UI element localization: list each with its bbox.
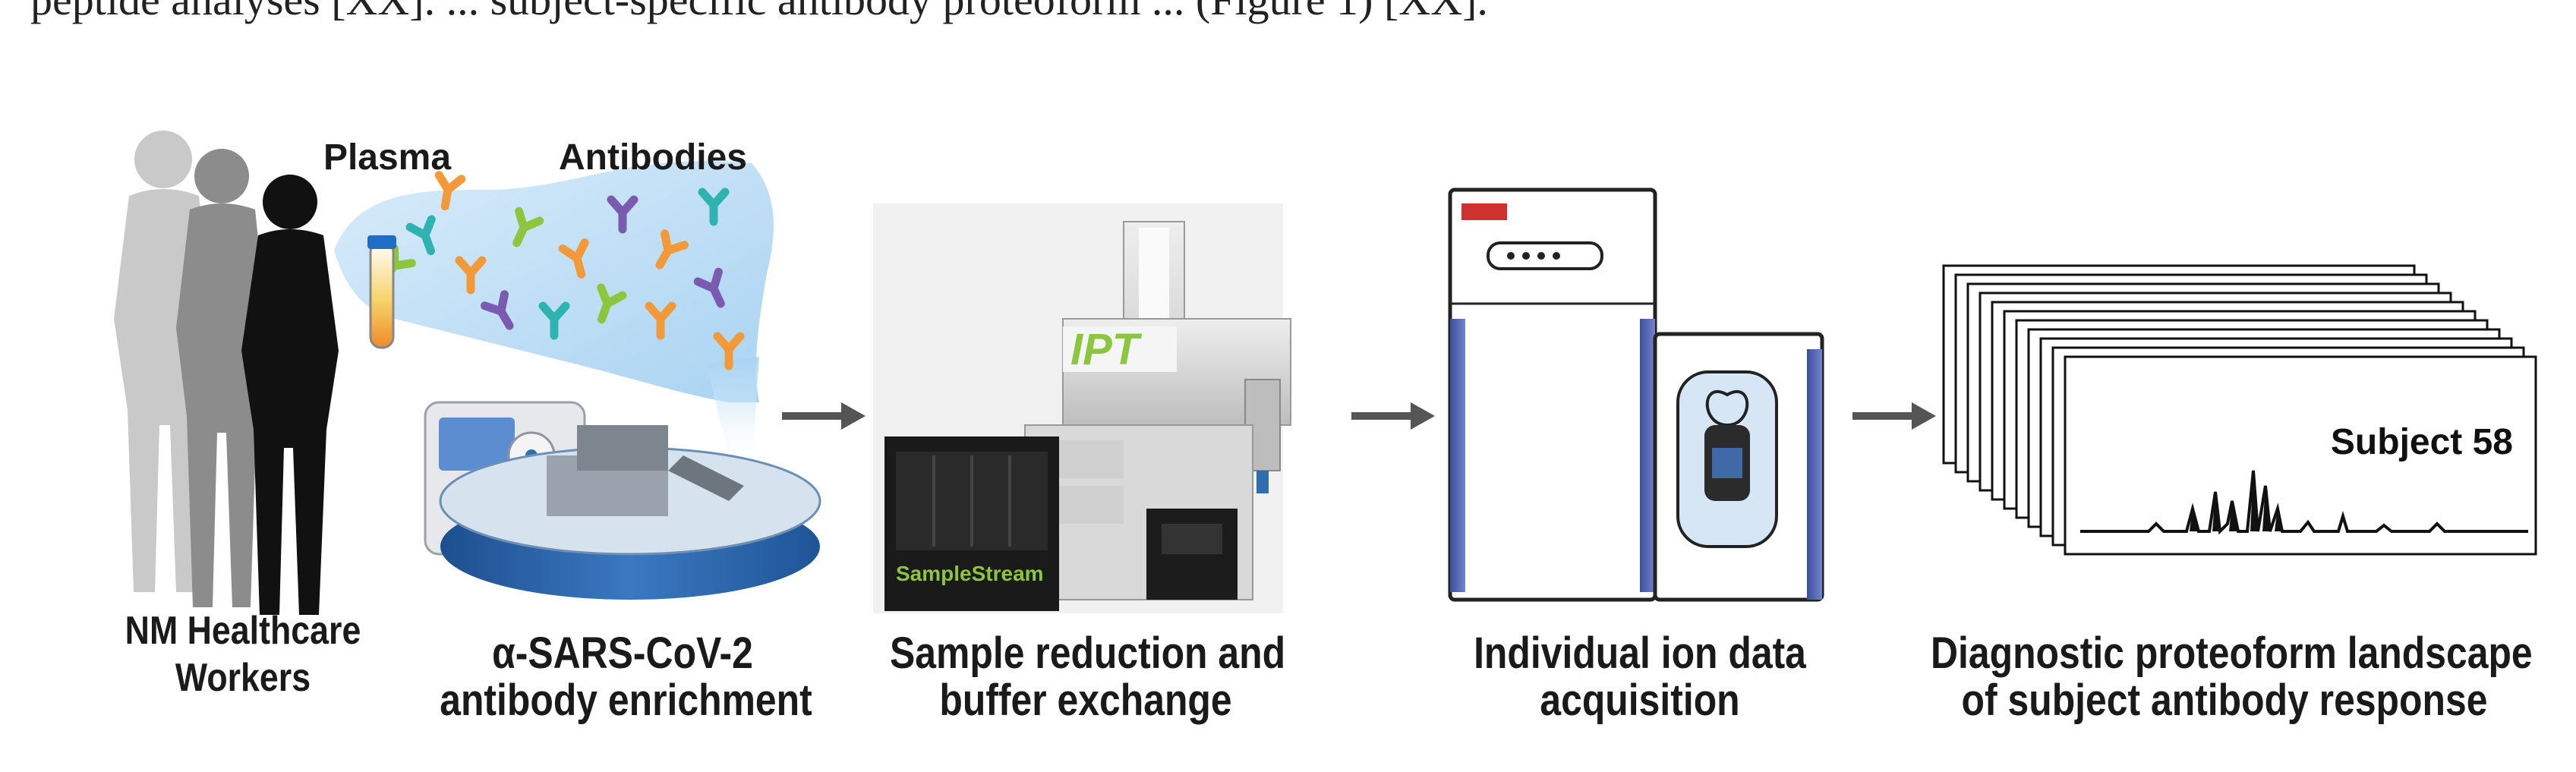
plasma-label: Plasma (323, 137, 452, 178)
antibodies-label: Antibodies (559, 137, 747, 178)
antibody-cloud (334, 161, 774, 471)
ion-caption: Individual ion data acquisition (1427, 630, 1852, 724)
samplestream-logo: SampleStream (896, 562, 1044, 585)
ipt-logo: IPT (1070, 325, 1143, 374)
cropped-paper-text: peptide analyses [XX]. ... subject-speci… (0, 0, 2576, 30)
arrow-1 (782, 402, 865, 430)
landscape-caption-line2: of subject antibody response (1961, 676, 2488, 725)
reduction-caption-line1: Sample reduction and (890, 629, 1286, 678)
landscape-caption-line1: Diagnostic proteoform landscape (1931, 629, 2533, 678)
status-light (1461, 203, 1507, 220)
landscape-caption: Diagnostic proteoform landscape of subje… (1883, 630, 2566, 724)
reduction-caption-line2: buffer exchange (939, 676, 1232, 725)
enrichment-caption: α-SARS-CoV-2 antibody enrichment (410, 630, 835, 724)
reduction-caption: Sample reduction and buffer exchange (858, 630, 1313, 724)
front-spectrum (2080, 469, 2528, 535)
plasma-tube (367, 235, 396, 349)
ion-caption-line1: Individual ion data (1474, 629, 1806, 678)
healthcare-workers-silhouettes (114, 131, 339, 615)
subject-label: Subject 58 (2331, 422, 2513, 462)
workers-caption-line1: NM Healthcare (125, 609, 361, 653)
mass-spectrometer (1448, 187, 1824, 602)
enrichment-caption-line1: α-SARS-CoV-2 (492, 629, 753, 678)
sample-reduction-panel: IPT SampleStream (873, 203, 1291, 613)
arrow-3 (1852, 402, 1936, 430)
cropped-paper-line: peptide analyses [XX]. ... subject-speci… (30, 0, 1488, 25)
workers-caption: NM Healthcare Workers (84, 607, 402, 701)
enrichment-caption-line2: antibody enrichment (440, 676, 812, 725)
ion-caption-line2: acquisition (1540, 676, 1740, 725)
person-silhouette-front (241, 175, 339, 615)
person-silhouette-middle (176, 149, 267, 607)
arrow-2 (1351, 402, 1435, 430)
antibody-enrichment-instrument (424, 401, 821, 600)
workers-caption-line2: Workers (175, 656, 311, 700)
instrument-screen (439, 418, 515, 471)
stacked-spectra (1942, 264, 2537, 556)
